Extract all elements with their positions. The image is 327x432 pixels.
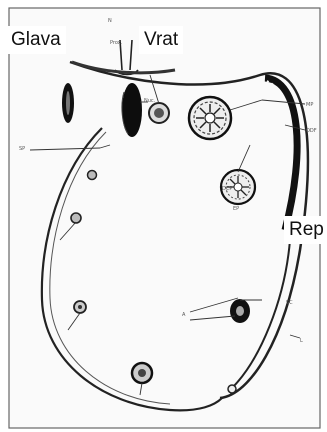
lower-right-section — [230, 299, 250, 323]
head-profile-core — [66, 91, 70, 115]
annotation-mp: MP — [306, 102, 313, 108]
annotation-dcp: DCP — [222, 186, 232, 192]
principal-piece-section — [189, 97, 231, 139]
label-head: Glava — [6, 26, 66, 54]
tail-section-2 — [71, 213, 81, 223]
annotation-odf: ODF — [306, 128, 317, 134]
tail-section-3-core — [78, 305, 82, 309]
annotation-sc: SC — [286, 300, 293, 306]
annotation-n: N — [108, 18, 112, 24]
annotation-ep: EP — [233, 206, 239, 212]
annotation-l: L — [300, 338, 303, 344]
label-tail: Rep — [284, 216, 327, 244]
annotation-prox: Prox. — [110, 40, 123, 46]
label-neck: Vrat — [139, 26, 183, 54]
tail-tip-section — [228, 385, 236, 393]
tail-section-1 — [88, 171, 97, 180]
annotation-sp: SP — [19, 146, 25, 152]
annotation-nuc: Nuc. — [144, 98, 156, 104]
annotation-a: A — [182, 312, 186, 318]
bottom-section — [132, 363, 152, 383]
midpiece-core-small — [154, 108, 164, 118]
